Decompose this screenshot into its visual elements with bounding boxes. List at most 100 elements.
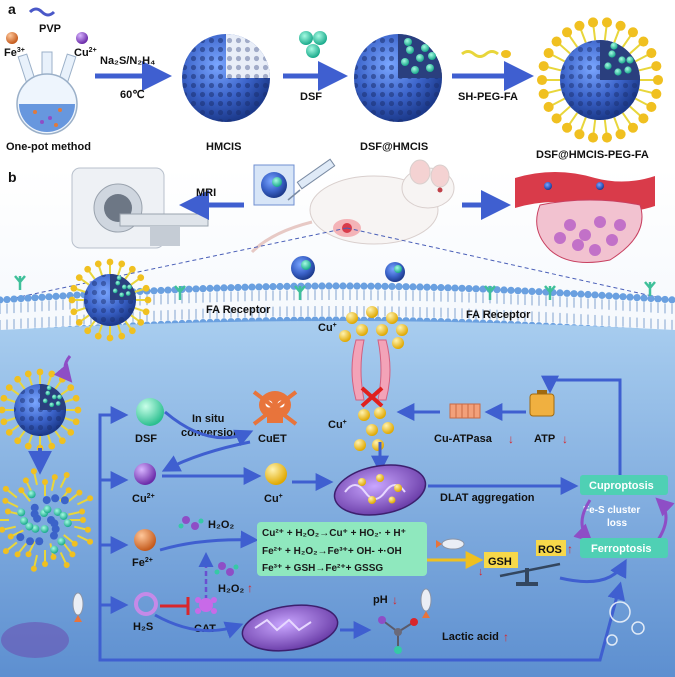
ros-up-arrow: ↑ bbox=[567, 542, 573, 556]
mouse-icon bbox=[250, 159, 455, 254]
h2o2-up-arrow: ↑ bbox=[247, 581, 253, 595]
h2o2-bottom-label: H₂O₂ bbox=[218, 583, 244, 595]
cu1-ion-icon bbox=[265, 463, 287, 485]
cu-plus-mid-label: Cu+ bbox=[328, 419, 347, 431]
mitochondrion-icon bbox=[333, 464, 427, 516]
h2o2-molecule-icon bbox=[214, 562, 239, 576]
blocked-cross-icon bbox=[360, 386, 384, 408]
fe2-label-b: Fe2+ bbox=[132, 557, 153, 569]
fa-receptor-left-label: FA Receptor bbox=[206, 304, 271, 316]
skull-toxicity-icon bbox=[252, 390, 298, 426]
ferroptosis-box bbox=[580, 538, 668, 558]
pvp-label: PVP bbox=[39, 23, 61, 35]
hmcis-nanoparticle bbox=[182, 34, 270, 122]
fa-ligand-icon bbox=[501, 50, 511, 58]
copper-ion-cluster bbox=[339, 306, 408, 349]
dsf-hmcis-nanoparticle bbox=[354, 34, 442, 122]
dsf-label-a: DSF bbox=[300, 91, 322, 103]
internalized-nanoparticle bbox=[0, 368, 82, 452]
dsf-hmcis-peg-fa-label: DSF@HMCIS-PEG-FA bbox=[536, 149, 649, 161]
sh-peg-fa-label: SH-PEG-FA bbox=[458, 91, 518, 103]
extracellular-nanoparticle-small bbox=[385, 262, 405, 282]
peg-chain-icon bbox=[461, 50, 499, 58]
gsh-label: GSH bbox=[488, 556, 512, 568]
fe2-ion-icon bbox=[134, 529, 156, 551]
cu-plus-top-label: Cu+ bbox=[318, 322, 337, 334]
cu2-ion-icon bbox=[76, 32, 88, 44]
ros-box bbox=[536, 540, 566, 556]
cu-atpasa-down-arrow: ↓ bbox=[508, 432, 514, 446]
cu2-label: Cu2+ bbox=[74, 47, 97, 59]
mri-scanner-icon bbox=[71, 167, 209, 249]
dlat-aggregation-label: DLAT aggregation bbox=[440, 492, 535, 504]
lactic-acid-molecule-icon bbox=[378, 616, 418, 654]
gsh-down-arrow: ↓ bbox=[478, 566, 484, 578]
fe3-label: Fe3+ bbox=[4, 47, 25, 59]
gsh-box bbox=[484, 552, 518, 568]
pvp-chain-icon bbox=[28, 7, 56, 17]
cu1-label-b: Cu+ bbox=[264, 493, 283, 505]
equation-2: Fe²⁺ + H₂O₂→Fe³⁺+ OH- +·OH bbox=[262, 546, 402, 557]
equation-3: Fe³⁺ + GSH→Fe²⁺+ GSSG bbox=[262, 563, 383, 574]
h2s-label: H₂S bbox=[133, 621, 153, 633]
reaction-equations-box bbox=[257, 522, 427, 576]
panel-a-label: a bbox=[8, 1, 16, 17]
tumor-tissue-icon bbox=[515, 172, 655, 263]
fes-cluster-label: Fe-S cluster bbox=[583, 505, 640, 516]
atp-label: ATP bbox=[534, 433, 555, 445]
one-pot-method-label: One-pot method bbox=[6, 141, 91, 153]
cu-atpasa-label: Cu-ATPasa bbox=[434, 433, 493, 445]
cu2-ion-icon bbox=[134, 463, 156, 485]
dsf-molecule-icon bbox=[306, 44, 320, 58]
dsf-molecule-icon bbox=[299, 31, 313, 45]
bubbles bbox=[606, 601, 645, 646]
vesicle-icon bbox=[1, 622, 69, 658]
cat-enzyme-icon bbox=[195, 597, 217, 614]
dsf-hmcis-label: DSF@HMCIS bbox=[360, 141, 428, 153]
copper-ion-cluster bbox=[354, 407, 394, 451]
ferroptosis-label: Ferroptosis bbox=[591, 543, 652, 555]
equation-1: Cu²⁺ + H₂O₂→Cu⁺ + HO₂· + H⁺ bbox=[262, 528, 406, 539]
rocket-icon bbox=[436, 538, 465, 550]
panel-b-label: b bbox=[8, 169, 17, 185]
atp-down-arrow: ↓ bbox=[562, 432, 568, 446]
temperature-label: 60℃ bbox=[120, 89, 145, 101]
dsf-molecule-icon bbox=[136, 398, 164, 426]
dsf-hmcis-peg-fa-nanoparticle bbox=[536, 17, 664, 143]
extracellular-nanoparticle bbox=[68, 258, 152, 342]
copper-channel-icon bbox=[351, 339, 391, 401]
cu-atpase-icon bbox=[449, 403, 481, 419]
flow-lines bbox=[98, 406, 625, 662]
cuproptosis-label: Cuproptosis bbox=[589, 480, 654, 492]
mri-label: MRI bbox=[196, 187, 216, 199]
in-situ-label: In situ bbox=[192, 413, 224, 425]
h2o2-molecule-icon bbox=[178, 516, 204, 530]
h2s-ring-icon bbox=[134, 592, 158, 616]
syringe-icon bbox=[287, 158, 336, 201]
damaged-mitochondrion-icon bbox=[241, 604, 339, 652]
degraded-nanoparticle bbox=[0, 468, 94, 572]
fe3-ion-icon bbox=[6, 32, 18, 44]
na2s-n2h4-label: Na₂S/N₂H₄ bbox=[100, 55, 155, 67]
dsf-label-b: DSF bbox=[135, 433, 157, 445]
three-neck-flask-icon bbox=[16, 51, 78, 135]
atp-battery-icon bbox=[529, 390, 555, 417]
rocket-icon bbox=[420, 588, 432, 618]
rocket-icon bbox=[72, 592, 84, 622]
balance-scale-icon bbox=[499, 562, 561, 586]
cuet-label: CuET bbox=[258, 433, 287, 445]
dsf-molecule-icon bbox=[313, 31, 327, 45]
lactic-acid-label: Lactic acid bbox=[442, 631, 499, 643]
hmcis-label: HMCIS bbox=[206, 141, 241, 153]
ros-label: ROS bbox=[538, 544, 562, 556]
cu2-label-b: Cu2+ bbox=[132, 493, 155, 505]
ph-label: pH bbox=[373, 594, 388, 606]
cuproptosis-box bbox=[580, 475, 668, 495]
lactic-acid-up-arrow: ↑ bbox=[503, 630, 509, 644]
conversion-label: conversion bbox=[181, 427, 240, 439]
fes-loss-label: loss bbox=[607, 518, 627, 529]
ph-down-arrow: ↓ bbox=[392, 593, 398, 607]
h2o2-top-label: H₂O₂ bbox=[208, 519, 234, 531]
fa-receptor-right-label: FA Receptor bbox=[466, 309, 531, 321]
